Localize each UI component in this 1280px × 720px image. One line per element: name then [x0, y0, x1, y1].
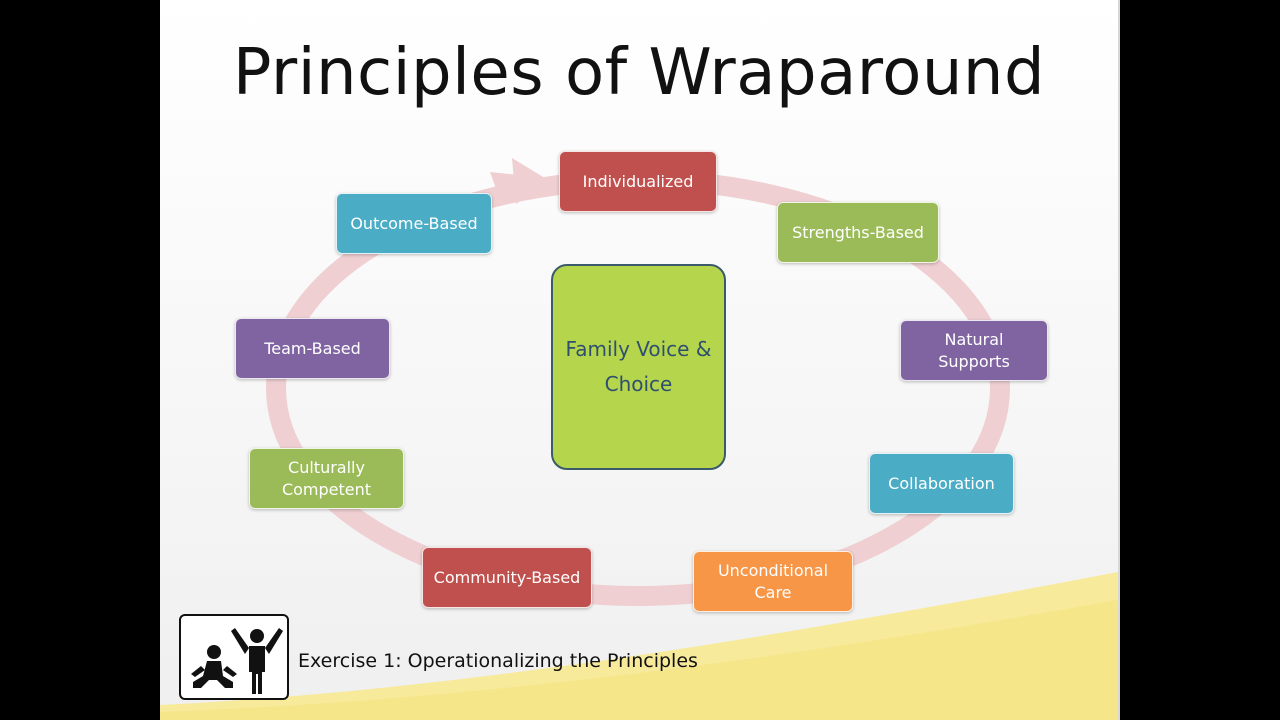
principle-team-based: Team-Based [235, 318, 390, 379]
principle-natural-supports: Natural Supports [900, 320, 1048, 381]
yellow-wave-decoration [160, 572, 1118, 720]
exercise-label: Exercise 1: Operationalizing the Princip… [298, 650, 698, 672]
slide-title: Principles of Wraparound [232, 36, 1046, 110]
slide: Principles of Wraparound Individualized … [160, 0, 1118, 720]
principle-unconditional-care: Unconditional Care [693, 551, 853, 612]
principle-strengths-based: Strengths-Based [777, 202, 939, 263]
principle-individualized: Individualized [559, 151, 717, 212]
people-exercise-icon [191, 628, 283, 694]
principle-collaboration: Collaboration [869, 453, 1014, 514]
principle-culturally-competent: Culturally Competent [249, 448, 404, 509]
center-family-voice-choice: Family Voice & Choice [551, 264, 726, 470]
principle-community-based: Community-Based [422, 547, 592, 608]
exercise-icon-box [179, 614, 289, 700]
slide-edge [1118, 0, 1120, 720]
principle-outcome-based: Outcome-Based [336, 193, 492, 254]
